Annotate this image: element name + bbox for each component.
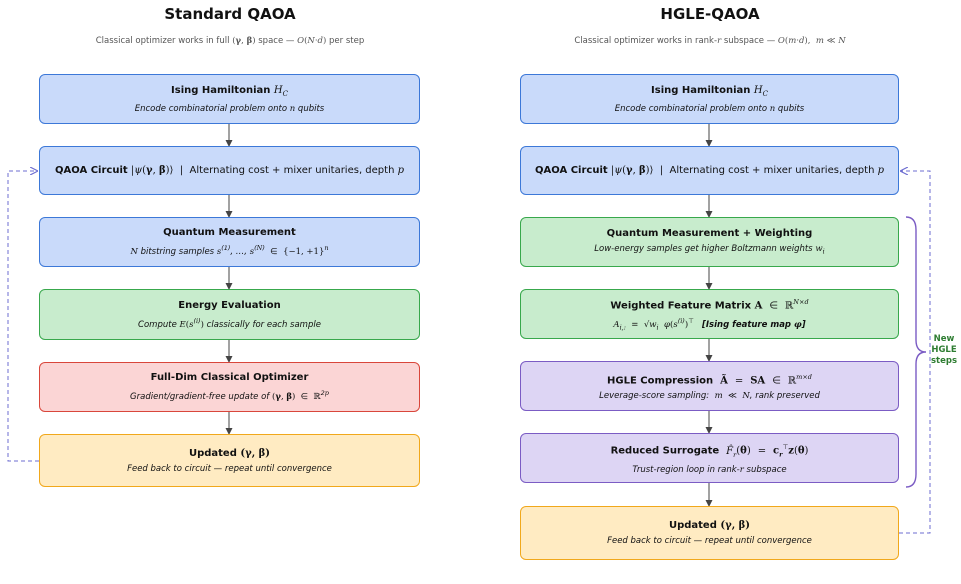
right-feedback-arrow-icon [899, 171, 931, 534]
left-qaoa-circuit-box: QAOA Circuit |ψ(γ, β)⟩ | Alternating cos… [39, 146, 420, 195]
left-quantum-measurement-box: Quantum Measurement N bitstring samples … [39, 217, 420, 267]
left-feedback-arrow-icon [7, 171, 39, 462]
right-ising-hamiltonian-box: Ising Hamiltonian HC Encode combinatoria… [520, 74, 899, 124]
left-column-title: Standard QAOA [164, 5, 296, 23]
right-measurement-weighting-box: Quantum Measurement + Weighting Low-ener… [520, 217, 899, 267]
left-updated-params-box: Updated (γ, β) Feed back to circuit — re… [39, 434, 420, 487]
right-qaoa-circuit-box: QAOA Circuit |ψ(γ, β)⟩ | Alternating cos… [520, 146, 899, 195]
left-column-subtitle: Classical optimizer works in full (γ, β)… [95, 36, 365, 46]
left-ising-hamiltonian-box: Ising Hamiltonian HC Encode combinatoria… [39, 74, 420, 124]
right-reduced-surrogate-box: Reduced Surrogate F̂r(θ) = cr⊤z(θ) Trust… [520, 433, 899, 483]
left-energy-evaluation-box: Energy Evaluation Compute E(s(i)) classi… [39, 289, 420, 340]
right-updated-params-box: Updated (γ, β) Feed back to circuit — re… [520, 506, 899, 560]
right-weighted-feature-matrix-box: Weighted Feature Matrix A ∈ ℝN×d Ai,: = … [520, 289, 899, 339]
curly-brace-icon [905, 216, 927, 488]
left-full-dim-optimizer-box: Full-Dim Classical Optimizer Gradient/gr… [39, 362, 420, 412]
right-hgle-compression-box: HGLE Compression Ã = SA ∈ ℝm×d Leverage-… [520, 361, 899, 411]
right-column-subtitle: Classical optimizer works in rank-r subs… [574, 36, 846, 46]
right-column-title: HGLE-QAOA [660, 5, 760, 23]
